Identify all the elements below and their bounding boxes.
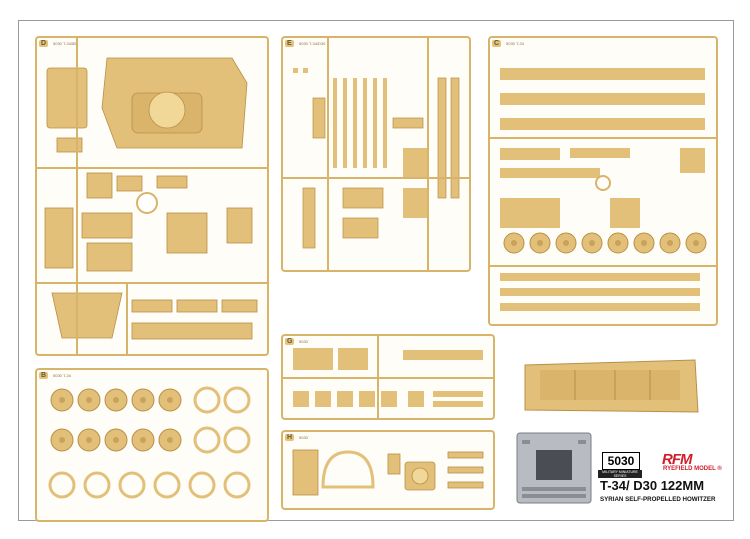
hull-lower-drawing xyxy=(524,359,699,413)
sprue-d-parts xyxy=(37,38,267,354)
sprue-sublabel: 5030 T-34 xyxy=(53,373,71,378)
sprue-label: D xyxy=(39,40,49,47)
sprue-c-parts xyxy=(490,68,716,311)
hull-lower-part xyxy=(520,350,702,422)
sprue-e: E 5030 T-34/D30 xyxy=(281,36,471,272)
series-label: MILITARY MINIATURE SERIES xyxy=(598,470,642,478)
product-title: T-34/ D30 122MM xyxy=(600,478,705,493)
sprue-b: B 5030 T-34 xyxy=(35,368,269,522)
sprue-label: B xyxy=(39,372,49,379)
sprue-h-parts xyxy=(292,449,484,496)
sprue-g-parts xyxy=(283,336,493,418)
photo-etch-fret xyxy=(516,432,592,504)
sprue-e-parts xyxy=(283,38,469,270)
sprue-sublabel: 5030 T-34/D30 xyxy=(299,41,326,46)
sprue-sublabel: 5030 T-34 xyxy=(506,41,524,46)
sprue-g: G 5030 xyxy=(281,334,495,420)
sprue-h: H 5030 xyxy=(281,430,495,510)
sprue-label: H xyxy=(285,434,295,441)
sprue-label: C xyxy=(492,40,502,47)
sprue-sublabel: 5030 xyxy=(299,339,308,344)
brand-name: RYEFIELD MODEL ® xyxy=(663,466,722,472)
photo-etch-drawing xyxy=(516,432,592,504)
brand-logo: RFM xyxy=(662,451,693,468)
sprue-d: D 5030 T-34/85 xyxy=(35,36,269,356)
sprue-c: C 5030 T-34 xyxy=(488,36,718,326)
sprue-sublabel: 5030 T-34/85 xyxy=(53,41,77,46)
sprue-label: E xyxy=(285,40,294,47)
sprue-sublabel: 5030 xyxy=(299,435,308,440)
sprue-b-parts xyxy=(48,386,251,499)
product-subtitle: SYRIAN SELF-PROPELLED HOWITZER xyxy=(600,496,716,503)
sprue-label: G xyxy=(285,338,295,345)
product-code: 5030 xyxy=(602,452,640,470)
